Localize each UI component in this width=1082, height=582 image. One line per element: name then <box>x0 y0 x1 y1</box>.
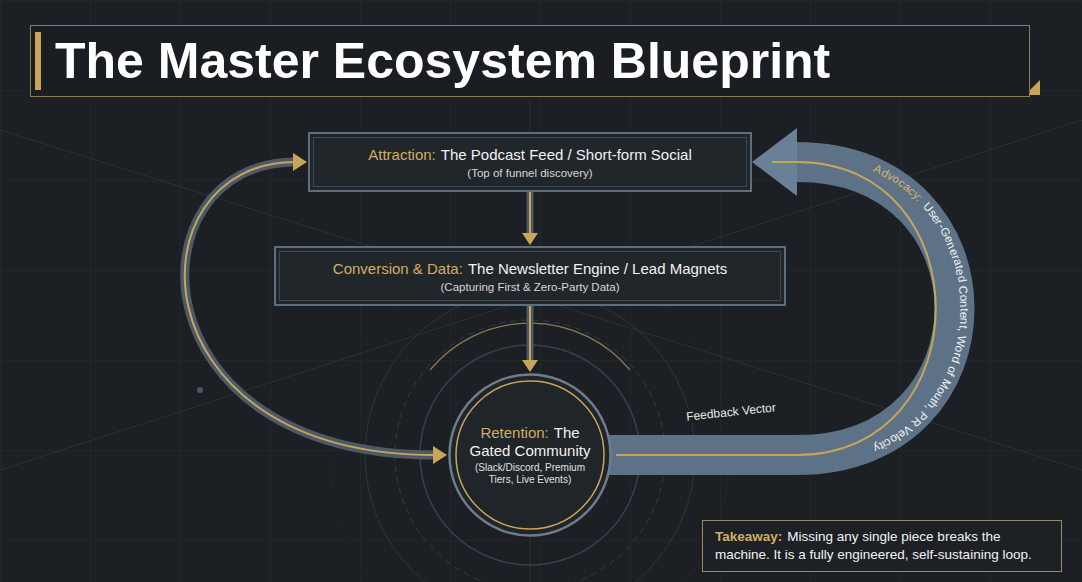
retention-circle: Retention:The Gated Community(Slack/Disc… <box>448 373 612 537</box>
title-text: The Master Ecosystem Blueprint <box>31 26 1029 96</box>
connector <box>522 192 538 245</box>
arc-letter: o <box>957 294 971 301</box>
arc-letter: C <box>956 285 971 295</box>
node-heading: Attraction: <box>368 146 436 163</box>
edge-label: Feedback Vector <box>683 400 780 424</box>
arc-letter: n <box>957 318 971 326</box>
node-text: (Capturing First & Zero-Party Data) <box>333 281 727 293</box>
arrow-head <box>293 153 307 171</box>
node-text: (Top of funnel discovery) <box>368 167 691 179</box>
connector-line <box>529 192 531 235</box>
connector-line <box>527 306 534 362</box>
node-heading: Conversion & Data: <box>333 260 463 277</box>
stage-box: Attraction: The Podcast Feed / Short-form… <box>308 132 752 192</box>
arrow-head <box>522 233 538 245</box>
title-band: The Master Ecosystem Blueprint <box>30 25 1030 97</box>
arrow-head <box>433 446 447 464</box>
node-text: The Podcast Feed / Short-form Social <box>441 146 692 163</box>
node-heading: Retention: <box>480 424 548 441</box>
text-guide <box>797 162 955 455</box>
arrow-head <box>522 360 538 372</box>
node-text: The Newsletter Engine / Lead Magnets <box>468 260 727 277</box>
deco-dot <box>197 387 203 393</box>
circle-inner <box>456 381 604 529</box>
arc-letter: t <box>957 308 971 311</box>
takeaway-box: Takeaway:Missing any single piece breaks… <box>702 520 1062 572</box>
arc-letter: , <box>956 327 970 332</box>
connector-line <box>529 306 531 362</box>
node-heading: Takeaway: <box>715 529 782 544</box>
connector-line <box>616 162 936 455</box>
arc-letter: n <box>957 301 971 308</box>
arc-letter: e <box>957 311 971 318</box>
connector-line <box>185 162 435 455</box>
connector-line <box>527 192 534 235</box>
node-content: Conversion & Data: The Newsletter Engine … <box>333 260 727 293</box>
orbit-ring <box>420 345 640 565</box>
connector <box>185 153 447 464</box>
connector-line <box>185 162 435 455</box>
node-content: Takeaway:Missing any single piece breaks… <box>715 528 1049 563</box>
circle-outer <box>450 375 611 536</box>
node-text: (Slack/Discord, Premium Tiers, Live Even… <box>468 462 592 486</box>
node-content: Attraction: The Podcast Feed / Short-form… <box>368 146 691 179</box>
connector <box>522 306 538 372</box>
node-content: Retention:The Gated Community(Slack/Disc… <box>468 424 592 487</box>
accent-bar <box>35 32 41 90</box>
stage-box: Conversion & Data: The Newsletter Engine … <box>274 246 786 306</box>
feedback-band <box>606 162 955 455</box>
